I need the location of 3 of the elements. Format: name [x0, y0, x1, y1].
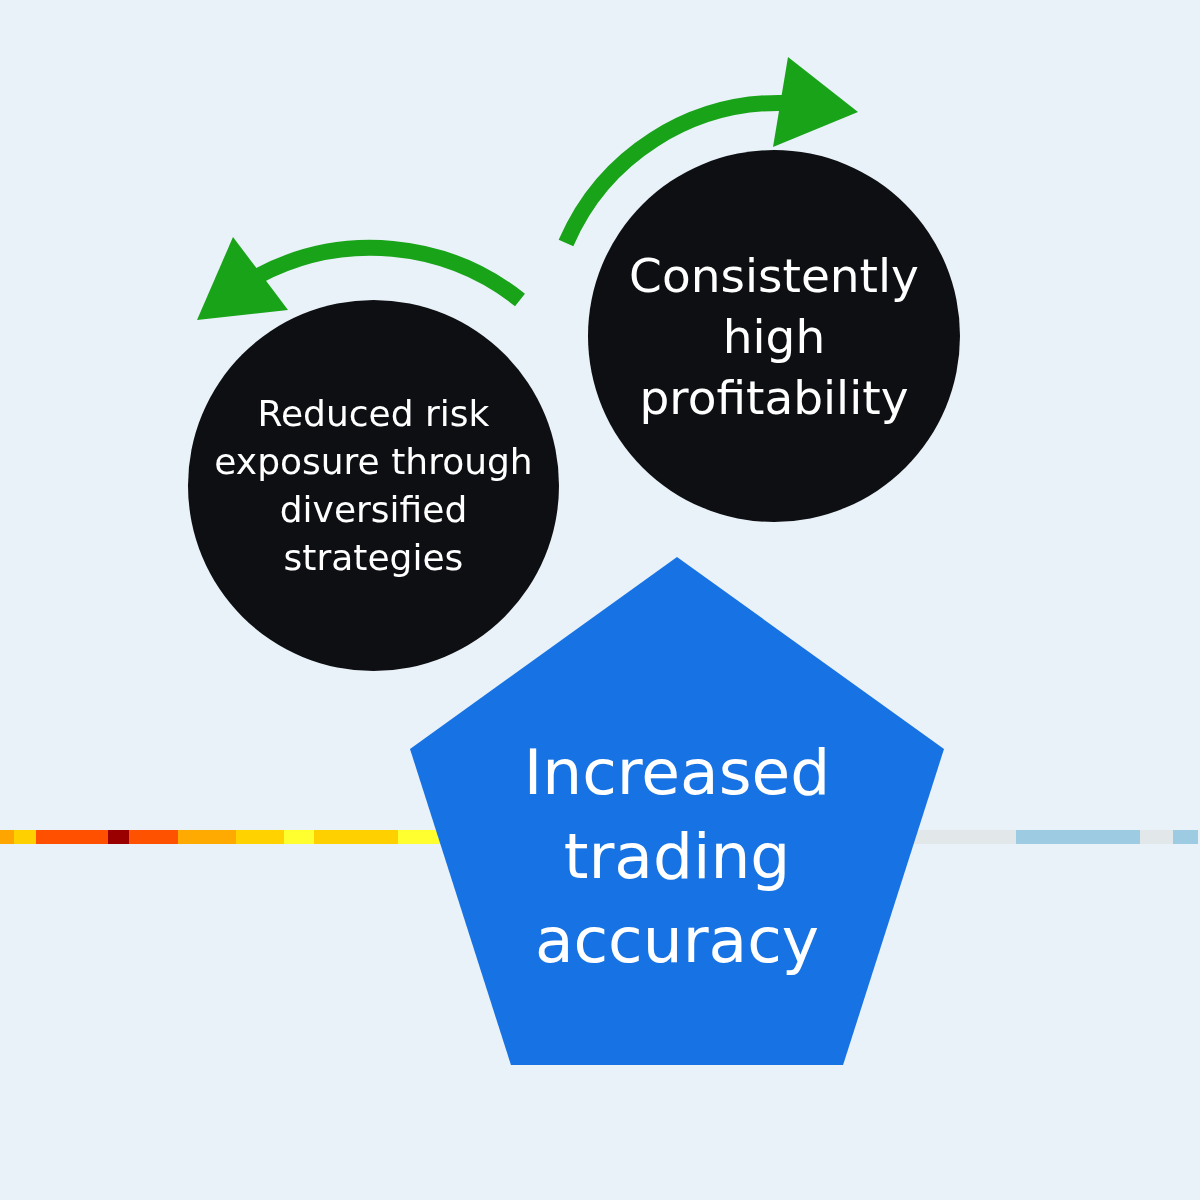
circle-label: Consistently high profitability: [628, 246, 920, 427]
circle-label: Reduced risk exposure through diversified strategies: [213, 391, 534, 580]
pentagon-label: Increased trading accuracy: [522, 735, 832, 979]
